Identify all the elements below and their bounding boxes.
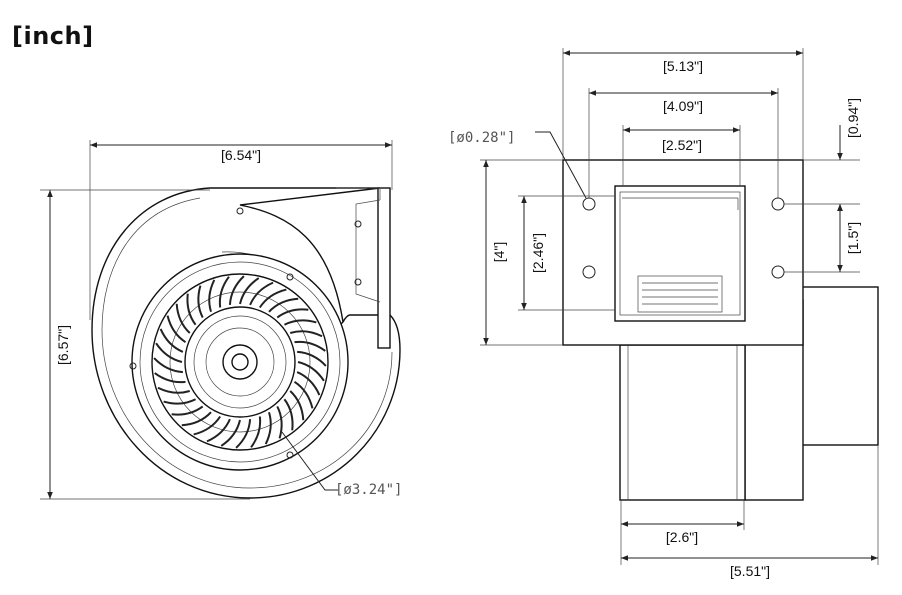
- impeller-blade: [220, 419, 241, 447]
- dimension-housing-width: [2.6"]: [666, 529, 698, 545]
- motor-body: [799, 286, 879, 446]
- impeller-blade: [153, 357, 183, 374]
- impeller-blade: [206, 418, 231, 443]
- impeller-blade: [249, 281, 274, 306]
- impeller-blade: [276, 405, 283, 439]
- impeller-blade: [154, 372, 186, 384]
- dimension-outlet-width: [2.52"]: [662, 137, 702, 153]
- impeller-blade: [159, 328, 184, 353]
- impeller-blade: [297, 350, 327, 367]
- flange-hole-icon: [354, 220, 362, 228]
- dimension-flange-height: [4"]: [491, 242, 507, 263]
- impeller-blade: [283, 398, 294, 431]
- impeller-blade: [250, 416, 262, 448]
- impeller-blade: [218, 276, 230, 308]
- leader-line: [281, 431, 338, 491]
- side-view: [6.54"] [6.57"] [ø3.24"]: [40, 140, 402, 500]
- impeller-blade: [297, 361, 325, 382]
- front-view: [5.13"] [4.09"] [2.52"] [ø0.28"] [0.94"]…: [448, 48, 879, 579]
- impeller-blade: [239, 277, 260, 305]
- impeller-blade: [276, 308, 309, 319]
- impeller-blade: [181, 411, 212, 427]
- impeller-blade: [294, 340, 326, 352]
- impeller-blade: [268, 297, 299, 313]
- dimension-total-depth: [5.51"]: [730, 563, 770, 579]
- impeller-blades: [153, 275, 327, 449]
- impeller-blade: [193, 415, 222, 436]
- impeller-blade: [289, 390, 305, 421]
- housing-front: [619, 344, 746, 501]
- impeller-blade: [283, 319, 317, 326]
- leader-line: [535, 131, 587, 199]
- impeller-blade: [186, 293, 197, 326]
- dimension-hole-vertical: [1.5"]: [845, 222, 861, 254]
- dimension-top-offset: [0.94"]: [845, 98, 861, 138]
- dimension-flange-width: [5.13"]: [663, 58, 703, 74]
- impeller-blade: [175, 303, 191, 334]
- housing-hole-icon: [236, 207, 244, 215]
- wheel-hole-icon: [286, 273, 294, 281]
- impeller-blade: [208, 279, 216, 313]
- impeller-blade: [235, 419, 252, 449]
- shaft: [231, 353, 249, 371]
- unit-label: [inch]: [12, 22, 94, 50]
- impeller-blade: [296, 371, 321, 396]
- dimension-height-side: [6.57"]: [55, 325, 71, 365]
- impeller-blade: [258, 288, 287, 309]
- impeller-blade: [163, 398, 197, 405]
- wheel-hole-icon: [129, 362, 137, 370]
- dimension-width-side: [6.54"]: [221, 147, 261, 163]
- wheel-hole-icon: [286, 451, 294, 459]
- mounting-hole-icon: [582, 265, 596, 279]
- flange-hole-icon: [354, 278, 362, 286]
- impeller-blade: [197, 285, 204, 319]
- impeller-blade: [157, 386, 191, 394]
- mounting-flange-side: [377, 187, 391, 349]
- impeller-blade: [264, 411, 272, 445]
- impeller-blade: [293, 380, 314, 409]
- dimension-hole-diameter: [ø0.28"]: [448, 130, 515, 146]
- dimension-hole-spacing: [4.09"]: [663, 98, 703, 114]
- outlet-opening: [614, 185, 746, 322]
- dimension-wheel-diameter: [ø3.24"]: [335, 482, 402, 498]
- impeller-blade: [228, 275, 245, 305]
- impeller-blade: [155, 342, 183, 363]
- impeller-blade: [166, 315, 187, 344]
- impeller-blade: [171, 405, 204, 416]
- dimension-outlet-height: [2.46"]: [530, 233, 546, 273]
- impeller-blade: [289, 330, 323, 338]
